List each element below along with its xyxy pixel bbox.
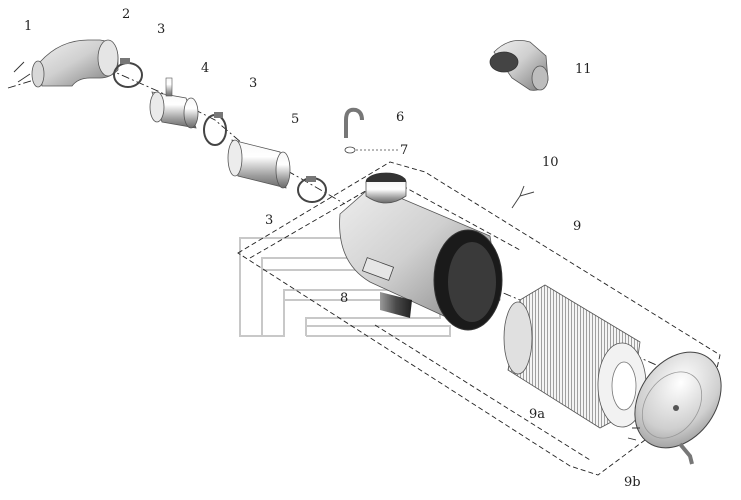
- part-7-washer: [344, 146, 384, 154]
- part-10-bracket: [511, 185, 535, 209]
- part-5-straight-tube: [227, 139, 291, 189]
- label-3-lower: 3: [265, 213, 273, 228]
- assembly-axis-upper: [7, 67, 346, 205]
- label-11: 11: [575, 62, 592, 77]
- label-4: 4: [201, 61, 209, 76]
- label-9: 9: [573, 219, 581, 234]
- label-3-top: 3: [157, 22, 165, 37]
- label-6: 6: [396, 110, 404, 125]
- part-3-clamp-lower: [297, 176, 327, 203]
- part-8-housing: [339, 172, 503, 331]
- part-9b-end-cover: [627, 351, 722, 465]
- group-outline-9-inner: [249, 177, 591, 461]
- label-10: 10: [542, 155, 559, 170]
- part-6-hook-pipe: [344, 107, 364, 138]
- label-7: 7: [400, 143, 408, 158]
- label-9a: 9a: [529, 407, 545, 422]
- part-3-clamp-middle: [203, 112, 227, 146]
- label-9b: 9b: [624, 475, 641, 490]
- part-1-elbow: [13, 39, 119, 88]
- label-2: 2: [122, 7, 130, 22]
- label-5: 5: [291, 112, 299, 127]
- part-4-tee-tube: [149, 77, 199, 129]
- label-3-middle: 3: [249, 76, 257, 91]
- part-11-elbow: [489, 39, 549, 91]
- label-1: 1: [24, 19, 32, 34]
- part-9a-filter-element: [503, 284, 647, 429]
- label-8: 8: [340, 291, 348, 306]
- part-2-clamp: [113, 58, 143, 88]
